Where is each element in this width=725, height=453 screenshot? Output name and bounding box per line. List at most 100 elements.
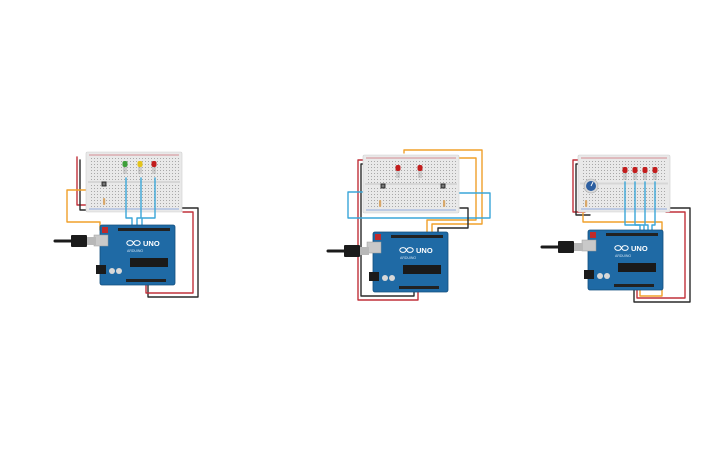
breadboard-hole <box>622 200 623 201</box>
breadboard-hole <box>661 200 662 201</box>
usb-cable[interactable] <box>540 241 583 253</box>
breadboard-hole <box>640 173 641 174</box>
wire[interactable] <box>141 177 156 229</box>
reset-button[interactable] <box>102 227 108 233</box>
breadboard-hole <box>383 206 384 207</box>
breadboard-hole <box>392 182 393 183</box>
power-pin-header[interactable] <box>399 286 439 289</box>
breadboard-hole <box>163 158 164 159</box>
potentiometer[interactable] <box>583 178 599 194</box>
power-jack[interactable] <box>369 272 379 281</box>
led[interactable] <box>417 165 423 178</box>
wire[interactable] <box>437 207 469 234</box>
power-jack[interactable] <box>584 270 594 279</box>
breadboard-hole <box>94 191 95 192</box>
resistor[interactable] <box>585 200 588 207</box>
wire[interactable] <box>634 181 645 233</box>
breadboard-hole <box>389 167 390 168</box>
wire[interactable] <box>644 181 649 233</box>
breadboard-hole <box>616 179 617 180</box>
breadboard-hole <box>598 179 599 180</box>
breadboard-hole <box>392 197 393 198</box>
usb-cable[interactable] <box>326 245 369 257</box>
wire[interactable] <box>76 156 89 206</box>
breadboard-hole <box>151 164 152 165</box>
breadboard-hole <box>455 167 456 168</box>
breadboard-hole <box>446 179 447 180</box>
power-pin-header[interactable] <box>614 284 654 287</box>
breadboard-hole <box>613 197 614 198</box>
reset-button[interactable] <box>375 234 381 240</box>
wire[interactable] <box>651 181 656 233</box>
wire[interactable] <box>136 177 142 229</box>
breadboard-hole <box>151 170 152 171</box>
breadboard-hole <box>440 206 441 207</box>
led[interactable] <box>137 161 143 174</box>
push-button[interactable] <box>440 183 446 189</box>
breadboard-hole <box>109 176 110 177</box>
wire[interactable] <box>403 149 483 234</box>
usb-cable[interactable] <box>53 235 96 247</box>
resistor[interactable] <box>379 200 382 207</box>
resistor[interactable] <box>443 200 446 207</box>
wire[interactable] <box>125 177 133 229</box>
reset-button[interactable] <box>590 232 596 238</box>
wire[interactable] <box>633 207 691 303</box>
breadboard-hole <box>383 164 384 165</box>
breadboard-hole <box>145 161 146 162</box>
breadboard-hole <box>371 176 372 177</box>
breadboard-hole <box>640 191 641 192</box>
breadboard-hole <box>628 200 629 201</box>
led[interactable] <box>652 167 658 180</box>
breadboard-hole <box>100 197 101 198</box>
breadboard-hole <box>121 158 122 159</box>
breadboard-hole <box>127 197 128 198</box>
led[interactable] <box>151 161 157 174</box>
breadboard-holes <box>368 161 456 207</box>
led[interactable] <box>632 167 638 180</box>
usb-port[interactable] <box>93 234 109 247</box>
breadboard-hole <box>401 173 402 174</box>
power-jack[interactable] <box>96 265 106 274</box>
breadboard-hole <box>413 179 414 180</box>
breadboard-hole <box>148 191 149 192</box>
led[interactable] <box>122 161 128 174</box>
led[interactable] <box>642 167 648 180</box>
wire[interactable] <box>66 189 104 231</box>
breadboard-hole <box>419 203 420 204</box>
usb-port[interactable] <box>366 241 382 254</box>
resistor[interactable] <box>103 198 106 205</box>
breadboard-hole <box>136 200 137 201</box>
breadboard[interactable] <box>362 154 460 214</box>
led[interactable] <box>622 167 628 180</box>
breadboard-hole <box>428 182 429 183</box>
push-button[interactable] <box>380 183 386 189</box>
breadboard-hole <box>377 167 378 168</box>
breadboard-hole <box>154 176 155 177</box>
breadboard-hole <box>386 206 387 207</box>
push-button[interactable] <box>101 181 107 187</box>
power-pin-header[interactable] <box>126 279 166 282</box>
digital-pin-header[interactable] <box>606 233 658 236</box>
breadboard-hole <box>130 191 131 192</box>
breadboard-hole <box>121 185 122 186</box>
breadboard-hole <box>413 200 414 201</box>
digital-pin-header[interactable] <box>391 235 443 238</box>
wire[interactable] <box>357 159 419 301</box>
breadboard[interactable] <box>85 151 183 213</box>
breadboard-hole <box>607 164 608 165</box>
wire[interactable] <box>636 211 686 299</box>
digital-pin-header[interactable] <box>118 228 170 231</box>
wire[interactable] <box>347 191 491 219</box>
wire[interactable] <box>145 211 194 294</box>
wire[interactable] <box>624 181 641 233</box>
led[interactable] <box>395 165 401 178</box>
usb-port[interactable] <box>581 239 597 252</box>
